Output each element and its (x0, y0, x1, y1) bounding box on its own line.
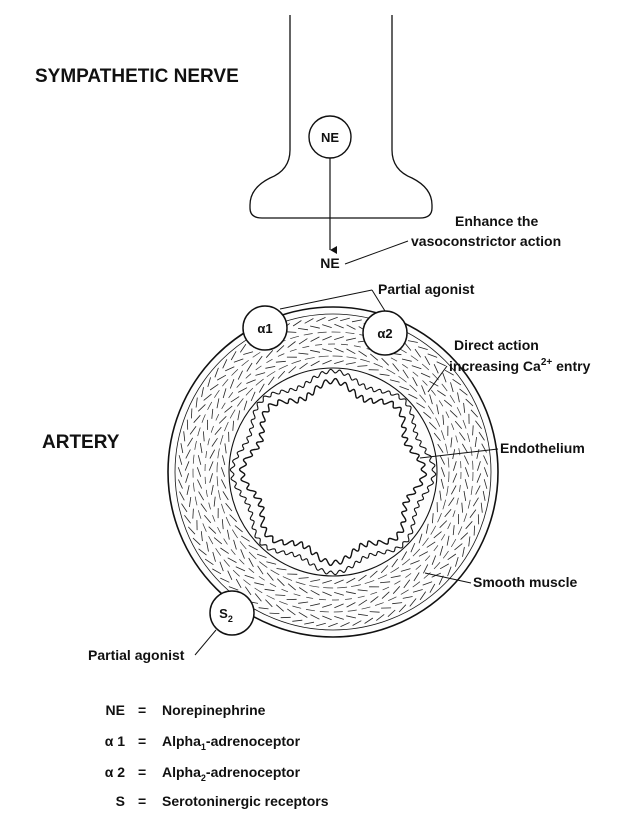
alpha2-receptor-label: α2 (377, 326, 392, 341)
svg-text:α 2: α 2 (105, 764, 125, 780)
s2-receptor: S2 (210, 591, 254, 635)
sympathetic-nerve-heading: SYMPATHETIC NERVE (35, 66, 239, 87)
svg-text:Norepinephrine: Norepinephrine (162, 702, 266, 718)
alpha2-receptor: α2 (363, 311, 407, 355)
artery-cross-section (168, 307, 498, 637)
partial-agonist-bottom-leader (195, 630, 216, 655)
enhance-leader-line (345, 241, 408, 264)
svg-text:=: = (138, 764, 146, 780)
svg-text:S: S (116, 793, 125, 809)
partial-agonist-leader-alpha1 (280, 290, 372, 309)
svg-text:=: = (138, 702, 146, 718)
legend: NE = Norepinephrine α 1 = Alpha1-adrenoc… (105, 702, 329, 809)
enhance-label-line2: vasoconstrictor action (411, 233, 561, 249)
svg-text:=: = (138, 793, 146, 809)
artery-heading: ARTERY (42, 432, 120, 453)
alpha1-receptor: α1 (243, 306, 287, 350)
ne-vesicle: NE (309, 116, 351, 158)
muscle-fibre (474, 526, 475, 536)
legend-row-ne: NE = Norepinephrine (106, 702, 266, 718)
smooth-muscle-label: Smooth muscle (473, 574, 577, 590)
muscle-fibre (191, 409, 192, 419)
alpha1-receptor-label: α1 (257, 321, 272, 336)
legend-row-alpha2: α 2 = Alpha2-adrenoceptor (105, 764, 301, 783)
svg-text:Alpha2-adrenoceptor: Alpha2-adrenoceptor (162, 764, 301, 783)
legend-row-serotonin: S = Serotoninergic receptors (116, 793, 329, 809)
endothelium-label: Endothelium (500, 440, 585, 456)
svg-text:=: = (138, 733, 146, 749)
svg-text:Serotoninergic receptors: Serotoninergic receptors (162, 793, 329, 809)
svg-text:Alpha1-adrenoceptor: Alpha1-adrenoceptor (162, 733, 301, 752)
enhance-label-line1: Enhance the (455, 213, 538, 229)
svg-text:NE: NE (106, 702, 125, 718)
direct-action-line2: increasing Ca2+ entry (449, 357, 591, 374)
ne-vesicle-label: NE (321, 130, 339, 145)
partial-agonist-bottom-label: Partial agonist (88, 647, 185, 663)
partial-agonist-top-label: Partial agonist (378, 281, 475, 297)
nerve-terminal-outline (250, 15, 432, 218)
legend-row-alpha1: α 1 = Alpha1-adrenoceptor (105, 733, 301, 752)
svg-text:α 1: α 1 (105, 733, 125, 749)
direct-action-line1: Direct action (454, 337, 539, 353)
released-ne-label: NE (320, 255, 339, 271)
muscle-fibre (270, 613, 280, 614)
